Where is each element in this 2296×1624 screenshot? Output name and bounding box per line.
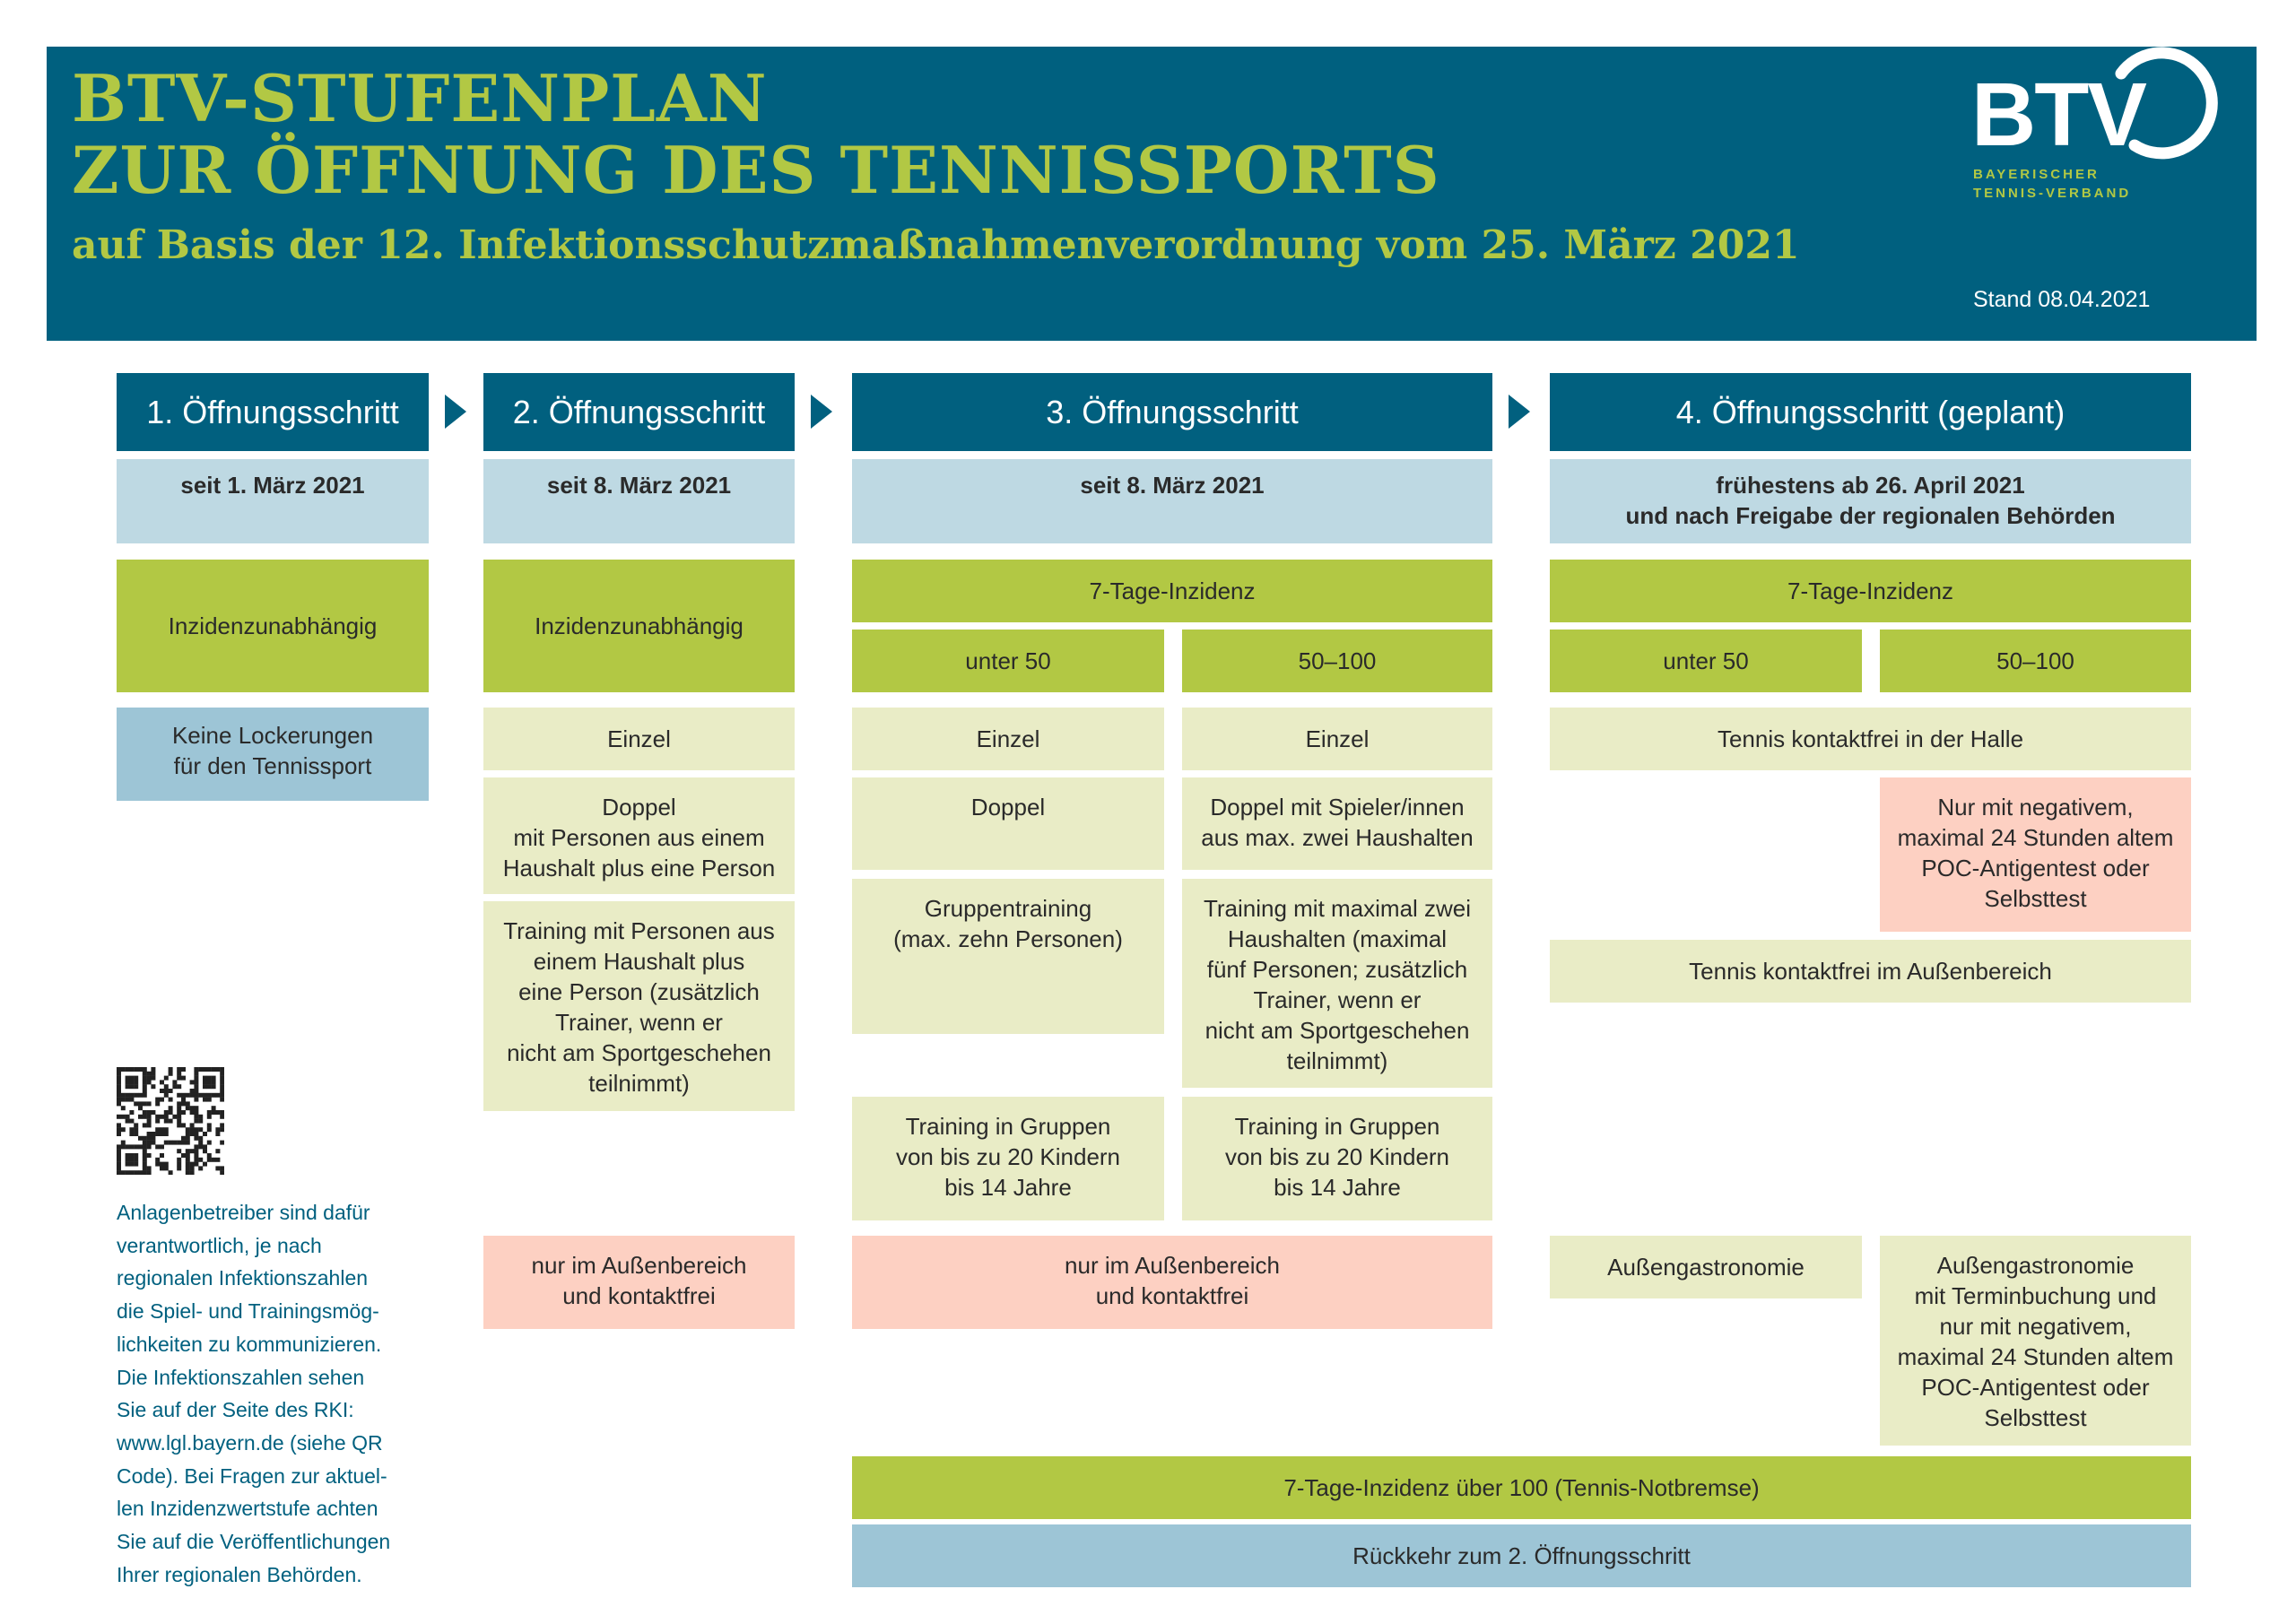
step-3-date: seit 8. März 2021 bbox=[852, 459, 1492, 543]
title-line-1: BTV-STUFENPLAN bbox=[72, 60, 768, 136]
step-3-50-100-training: Training mit maximal zwei Haushalten (ma… bbox=[1182, 879, 1492, 1088]
arrow-icon bbox=[811, 395, 832, 429]
step-4-test-note: Nur mit negativem, maximal 24 Stunden al… bbox=[1880, 777, 2191, 932]
notbremse-action: Rückkehr zum 2. Öffnungsschritt bbox=[852, 1524, 2191, 1587]
logo-subtitle: BAYERISCHER TENNIS-VERBAND bbox=[1973, 167, 2132, 201]
step-1-header: 1. Öffnungsschritt bbox=[117, 373, 429, 451]
step-2-incidence: Inzidenzunabhängig bbox=[483, 560, 795, 692]
step-3-under50-kids: Training in Gruppen von bis zu 20 Kinder… bbox=[852, 1097, 1164, 1220]
step-4-aussen: Tennis kontaktfrei im Außenbereich bbox=[1550, 940, 2191, 1003]
step-3-footer: nur im Außenbereich und kontaktfrei bbox=[852, 1236, 1492, 1329]
step-3-incidence: 7-Tage-Inzidenz bbox=[852, 560, 1492, 622]
arrow-icon bbox=[445, 395, 466, 429]
step-3-under50-einzel: Einzel bbox=[852, 708, 1164, 770]
side-note: Anlagenbetreiber sind dafür verantwortli… bbox=[117, 1201, 391, 1586]
qr-code-icon[interactable] bbox=[117, 1067, 224, 1175]
step-2-date: seit 8. März 2021 bbox=[483, 459, 795, 543]
step-4-date: frühestens ab 26. April 2021 und nach Fr… bbox=[1550, 459, 2191, 543]
step-3-under50-training: Gruppentraining (max. zehn Personen) bbox=[852, 879, 1164, 1034]
step-2-footer: nur im Außenbereich und kontaktfrei bbox=[483, 1236, 795, 1329]
notbremse-condition: 7-Tage-Inzidenz über 100 (Tennis-Notbrem… bbox=[852, 1456, 2191, 1519]
step-4-gastro-50-100: Außengastronomie mit Terminbuchung und n… bbox=[1880, 1236, 2191, 1446]
step-3-50-100-kids: Training in Gruppen von bis zu 20 Kinder… bbox=[1182, 1097, 1492, 1220]
subtitle: auf Basis der 12. Infektionsschutzmaßnah… bbox=[72, 222, 1800, 268]
step-2-einzel: Einzel bbox=[483, 708, 795, 770]
step-3-50-100-doppel: Doppel mit Spieler/innen aus max. zwei H… bbox=[1182, 777, 1492, 870]
step-4-header: 4. Öffnungsschritt (geplant) bbox=[1550, 373, 2191, 451]
step-1-no-relaxation: Keine Lockerungen für den Tennissport bbox=[117, 708, 429, 801]
step-1-incidence: Inzidenzunabhängig bbox=[117, 560, 429, 692]
step-4-halle: Tennis kontaktfrei in der Halle bbox=[1550, 708, 2191, 770]
step-2-header: 2. Öffnungsschritt bbox=[483, 373, 795, 451]
step-1-date: seit 1. März 2021 bbox=[117, 459, 429, 543]
header-banner bbox=[47, 47, 2257, 341]
logo-text: BTV bbox=[1971, 65, 2147, 165]
step-3-band-under50: unter 50 bbox=[852, 630, 1164, 692]
arrow-icon bbox=[1509, 395, 1530, 429]
step-3-under50-doppel: Doppel bbox=[852, 777, 1164, 870]
step-4-gastro-under50: Außengastronomie bbox=[1550, 1236, 1862, 1298]
step-4-incidence: 7-Tage-Inzidenz bbox=[1550, 560, 2191, 622]
step-3-header: 3. Öffnungsschritt bbox=[852, 373, 1492, 451]
step-4-band-50-100: 50–100 bbox=[1880, 630, 2191, 692]
stand-date: Stand 08.04.2021 bbox=[1973, 287, 2151, 312]
title-line-2: ZUR ÖFFNUNG DES TENNISSPORTS bbox=[72, 132, 1440, 208]
step-4-band-under50: unter 50 bbox=[1550, 630, 1862, 692]
step-3-band-50-100: 50–100 bbox=[1182, 630, 1492, 692]
step-2-training: Training mit Personen aus einem Haushalt… bbox=[483, 901, 795, 1111]
step-3-50-100-einzel: Einzel bbox=[1182, 708, 1492, 770]
step-2-doppel: Doppel mit Personen aus einem Haushalt p… bbox=[483, 777, 795, 894]
logo-swoosh-icon bbox=[2115, 47, 2218, 160]
